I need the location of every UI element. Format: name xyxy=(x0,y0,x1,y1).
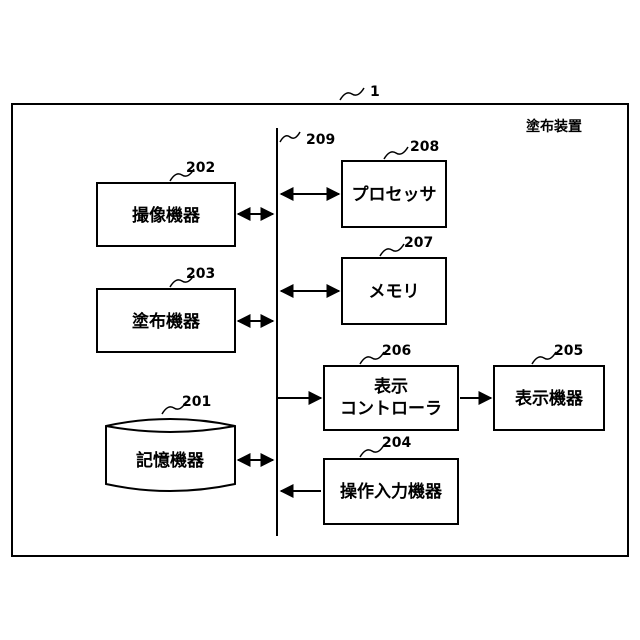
memory-ref-leader xyxy=(380,244,404,256)
display-device-ref: 205 xyxy=(554,343,583,359)
display-controller-ref: 206 xyxy=(382,343,411,359)
device-title: 塗布装置 xyxy=(526,118,582,135)
memory-ref: 207 xyxy=(404,235,433,251)
input-device-label: 操作入力機器 xyxy=(340,481,443,502)
imaging-ref: 202 xyxy=(186,160,215,176)
display-device-ref-leader xyxy=(532,352,556,364)
imaging-device-label: 撮像機器 xyxy=(132,205,201,226)
display-controller-ref-leader xyxy=(360,352,384,364)
processor-label: プロセッサ xyxy=(352,184,437,205)
input-device-ref-leader xyxy=(360,445,384,457)
bus-ref: 209 xyxy=(306,132,335,148)
storage-device-label: 記憶機器 xyxy=(136,450,205,471)
processor-ref: 208 xyxy=(410,139,439,155)
device-ref-leader xyxy=(340,88,364,100)
display-device-label: 表示機器 xyxy=(515,388,584,409)
coating-device-label: 塗布機器 xyxy=(132,311,201,332)
display-controller-box xyxy=(324,366,458,430)
device-ref: 1 xyxy=(370,84,380,100)
input-device-ref: 204 xyxy=(382,435,411,451)
bus-ref-leader xyxy=(280,132,300,142)
display-controller-label-line1: 表示 xyxy=(374,376,408,397)
display-controller-label-line2: コントローラ xyxy=(340,399,442,419)
coating-ref: 203 xyxy=(186,266,215,282)
storage-ref: 201 xyxy=(182,394,211,410)
memory-label: メモリ xyxy=(369,282,420,302)
processor-ref-leader xyxy=(384,147,408,159)
